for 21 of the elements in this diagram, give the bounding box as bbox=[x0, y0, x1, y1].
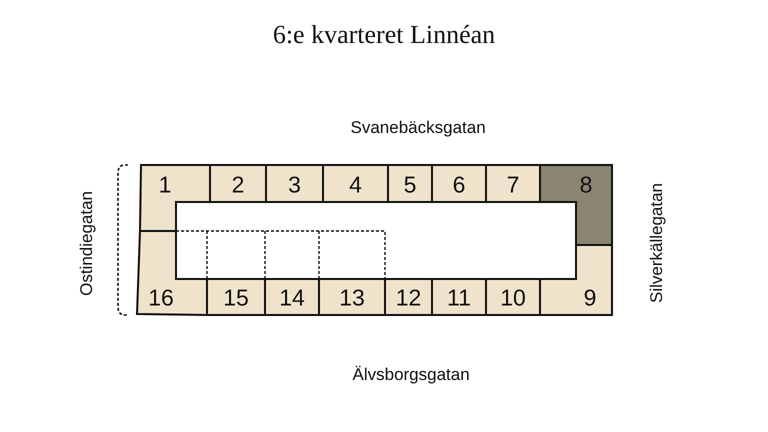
lot-number: 9 bbox=[584, 286, 596, 310]
street-name: Svanebäcksgatan bbox=[350, 118, 486, 136]
lot-number: 10 bbox=[500, 286, 526, 310]
lot-number: 2 bbox=[232, 173, 244, 196]
lot-number: 4 bbox=[349, 173, 362, 196]
street-name: Ostindiegatan bbox=[78, 190, 94, 296]
lot-number: 11 bbox=[447, 286, 471, 310]
street-name: Älvsborgsgatan bbox=[352, 366, 470, 382]
lot-number: 13 bbox=[339, 286, 365, 310]
lot-number: 7 bbox=[506, 173, 520, 196]
lot-number: 5 bbox=[404, 173, 416, 196]
lot-number: 6 bbox=[452, 173, 466, 196]
lot-number: 3 bbox=[288, 173, 301, 196]
lot-number: 15 bbox=[223, 286, 249, 310]
lot-number: 12 bbox=[396, 286, 422, 310]
lot-number: 8 bbox=[580, 174, 592, 196]
title: 6:e kvarteret Linnéan bbox=[272, 22, 496, 48]
street-name: Silverkällegatan bbox=[648, 183, 664, 304]
lot-number: 14 bbox=[279, 286, 305, 310]
lot-number: 16 bbox=[148, 286, 174, 310]
lot-number: 1 bbox=[158, 174, 172, 196]
